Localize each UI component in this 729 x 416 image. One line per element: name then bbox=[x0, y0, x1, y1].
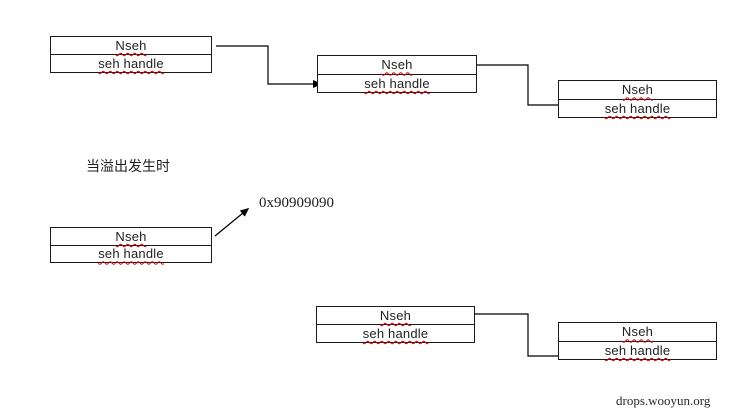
nseh-label: Nseh bbox=[621, 82, 654, 98]
nseh-label: Nseh bbox=[115, 228, 147, 244]
nseh-cell: Nseh bbox=[51, 228, 211, 246]
seh-handle-label: seh handle bbox=[604, 342, 671, 358]
seh-record-2: Nseh seh handle bbox=[317, 55, 477, 93]
watermark: drops.wooyun.org bbox=[616, 393, 711, 408]
nseh-label: Nseh bbox=[621, 324, 654, 340]
bottom-seh-record-1: Nseh seh handle bbox=[316, 306, 475, 343]
seh-handle-cell: seh handle bbox=[51, 246, 211, 263]
nseh-label: Nseh bbox=[115, 38, 147, 53]
seh-handle-cell: seh handle bbox=[317, 325, 474, 342]
overwritten-address-label: 0x90909090 bbox=[259, 195, 334, 211]
seh-handle-label: seh handle bbox=[98, 56, 164, 71]
overflow-seh-record: Nseh seh handle bbox=[50, 227, 212, 263]
seh-handle-cell: seh handle bbox=[318, 75, 476, 93]
arrow-node1-to-node2 bbox=[216, 45, 322, 88]
seh-handle-label: seh handle bbox=[98, 246, 164, 262]
seh-handle-label: seh handle bbox=[604, 100, 671, 116]
nseh-label: Nseh bbox=[381, 57, 413, 73]
nseh-cell: Nseh bbox=[559, 81, 716, 100]
nseh-cell: Nseh bbox=[318, 56, 476, 75]
nseh-cell: Nseh bbox=[317, 307, 474, 325]
seh-handle-label: seh handle bbox=[362, 326, 429, 341]
seh-handle-cell: seh handle bbox=[51, 55, 211, 72]
nseh-label: Nseh bbox=[379, 308, 412, 323]
seh-handle-cell: seh handle bbox=[559, 100, 716, 118]
nseh-cell: Nseh bbox=[51, 37, 211, 55]
seh-record-1: Nseh seh handle bbox=[50, 36, 212, 73]
bottom-seh-record-2: Nseh seh handle bbox=[558, 322, 717, 360]
overflow-caption: 当溢出发生时 bbox=[86, 158, 170, 174]
seh-record-3: Nseh seh handle bbox=[558, 80, 717, 118]
arrow-overflow-node-to-address bbox=[214, 207, 250, 237]
seh-handle-label: seh handle bbox=[364, 75, 430, 91]
seh-handle-cell: seh handle bbox=[559, 342, 716, 360]
nseh-cell: Nseh bbox=[559, 323, 716, 342]
